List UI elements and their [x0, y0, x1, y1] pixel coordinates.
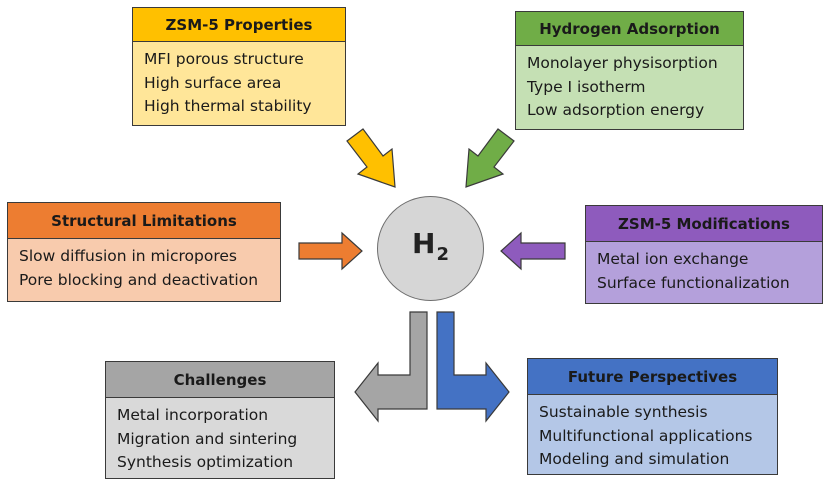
- list-item: Metal incorporation: [117, 406, 269, 424]
- hydrogen-hub: [377, 196, 484, 301]
- list-item: Sustainable synthesis: [539, 403, 708, 421]
- structural-limitations-box: Structural Limitations Slow diffusion in…: [7, 202, 281, 302]
- hub-label: H2: [377, 224, 484, 268]
- list-item: Migration and sintering: [117, 429, 298, 448]
- list-item: Type I isotherm: [527, 77, 646, 96]
- arrow-limitations: [298, 231, 363, 271]
- list-item: Modeling and simulation: [539, 450, 730, 468]
- future-perspectives-box: Future Perspectives Sustainable synthesi…: [527, 358, 778, 475]
- structural-limitations-list: Slow diffusion in micropores Pore blocki…: [8, 239, 280, 301]
- hub-label-subscript: 2: [436, 244, 449, 265]
- arrow-modifications: [500, 231, 566, 271]
- hydrogen-adsorption-box: Hydrogen Adsorption Monolayer physisorpt…: [515, 11, 744, 130]
- list-item: Monolayer physisorption: [527, 54, 718, 72]
- hydrogen-adsorption-title: Hydrogen Adsorption: [516, 12, 743, 46]
- future-perspectives-title: Future Perspectives: [528, 359, 777, 395]
- structural-limitations-title: Structural Limitations: [8, 203, 280, 239]
- zsm5-properties-list: MFI porous structure High surface area H…: [133, 42, 345, 125]
- zsm5-properties-title: ZSM-5 Properties: [133, 8, 345, 42]
- zsm5-modifications-box: ZSM-5 Modifications Metal ion exchange S…: [585, 205, 823, 304]
- list-item: Slow diffusion in micropores: [19, 247, 237, 265]
- list-item: Synthesis optimization: [117, 453, 294, 471]
- list-item: High thermal stability: [144, 97, 312, 115]
- zsm5-properties-box: ZSM-5 Properties MFI porous structure Hi…: [132, 7, 346, 126]
- list-item: Pore blocking and deactivation: [19, 270, 259, 289]
- challenges-title: Challenges: [106, 362, 334, 398]
- list-item: Low adsorption energy: [527, 101, 705, 119]
- arrow-future: [436, 311, 510, 423]
- zsm5-modifications-title: ZSM-5 Modifications: [586, 206, 822, 242]
- arrow-challenges: [354, 311, 428, 423]
- list-item: MFI porous structure: [144, 50, 304, 68]
- hydrogen-adsorption-list: Monolayer physisorption Type I isotherm …: [516, 46, 743, 129]
- arrow-properties: [346, 128, 396, 188]
- hub-label-base: H: [412, 227, 436, 260]
- list-item: Multifunctional applications: [539, 426, 753, 445]
- list-item: Surface functionalization: [597, 273, 790, 292]
- arrow-adsorption: [465, 128, 515, 188]
- list-item: High surface area: [144, 73, 282, 92]
- challenges-box: Challenges Metal incorporation Migration…: [105, 361, 335, 479]
- challenges-list: Metal incorporation Migration and sinter…: [106, 398, 334, 478]
- list-item: Metal ion exchange: [597, 250, 749, 268]
- zsm5-modifications-list: Metal ion exchange Surface functionaliza…: [586, 242, 822, 303]
- future-perspectives-list: Sustainable synthesis Multifunctional ap…: [528, 395, 777, 474]
